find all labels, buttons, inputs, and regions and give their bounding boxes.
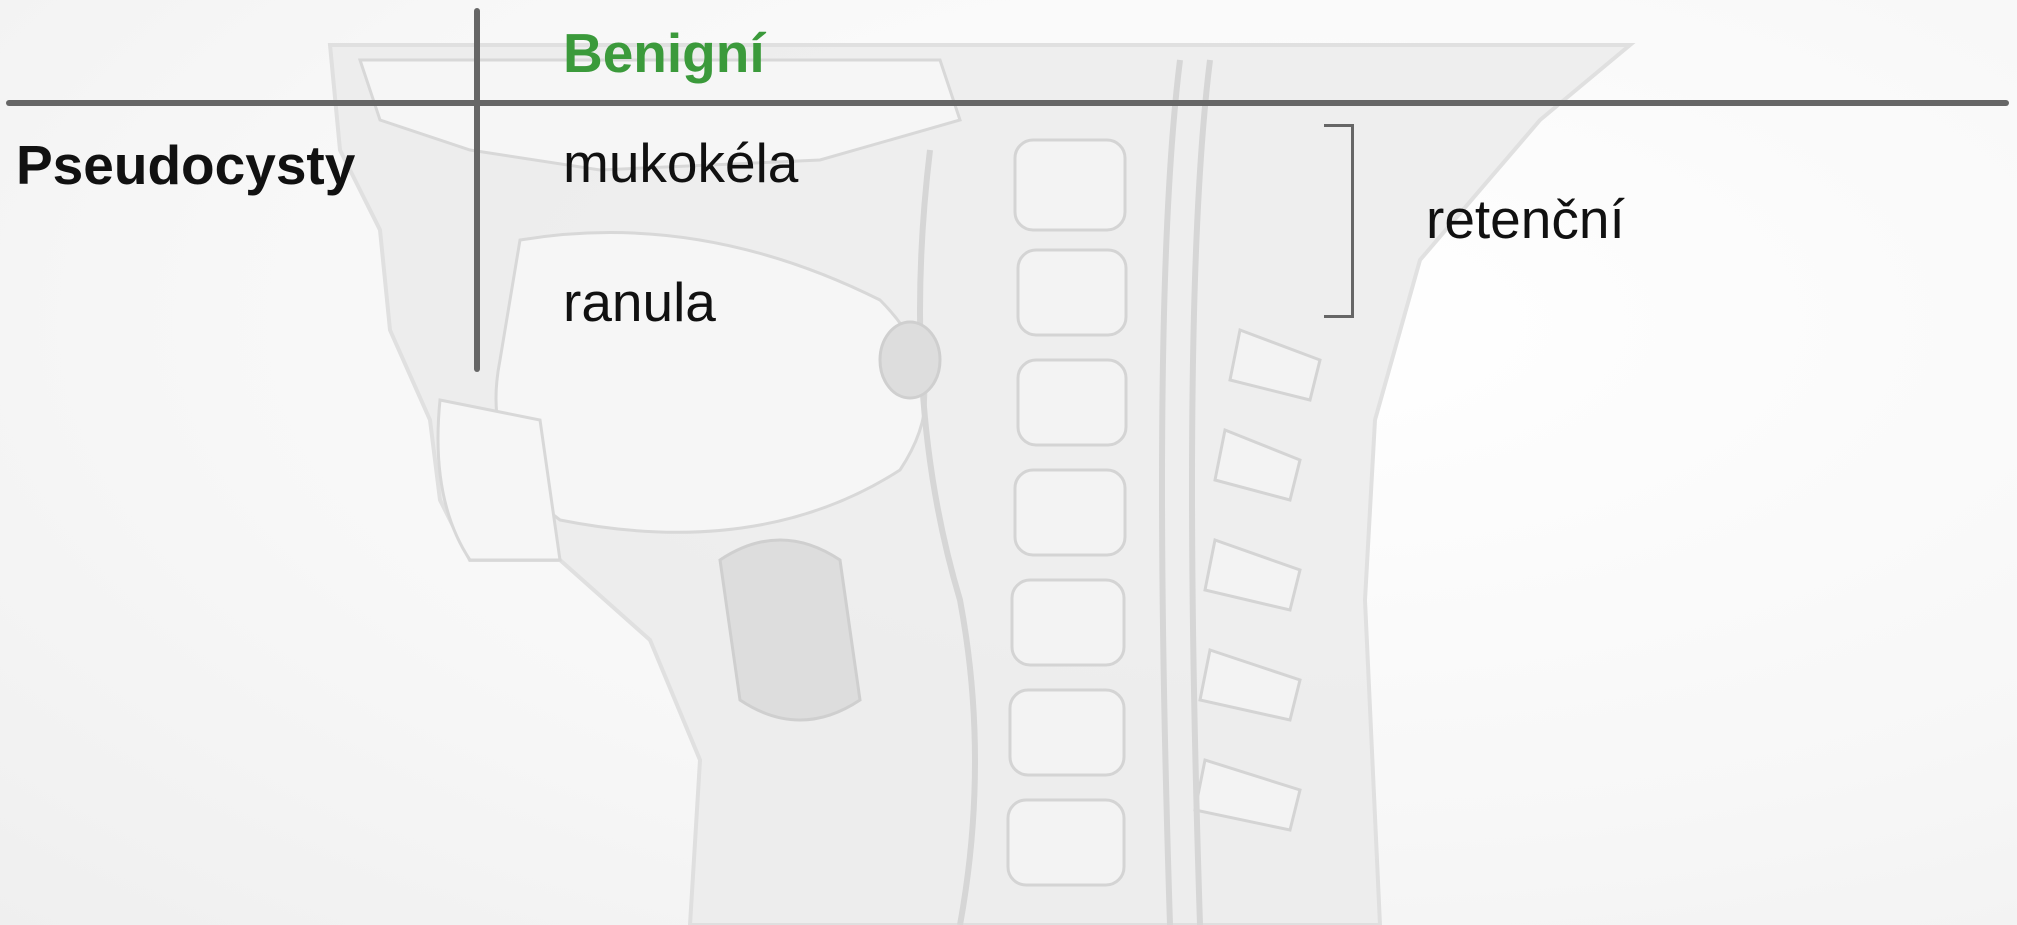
table-horizontal-divider <box>6 100 2009 106</box>
table-vertical-divider <box>474 8 480 372</box>
group-label-retencni: retenční <box>1426 184 1625 254</box>
column-header-benigni: Benigní <box>563 18 765 88</box>
list-item-mukokela: mukokéla <box>563 128 798 198</box>
row-header-pseudocysty: Pseudocysty <box>16 130 355 200</box>
grouping-bracket <box>1324 124 1354 318</box>
list-item-ranula: ranula <box>563 267 716 337</box>
